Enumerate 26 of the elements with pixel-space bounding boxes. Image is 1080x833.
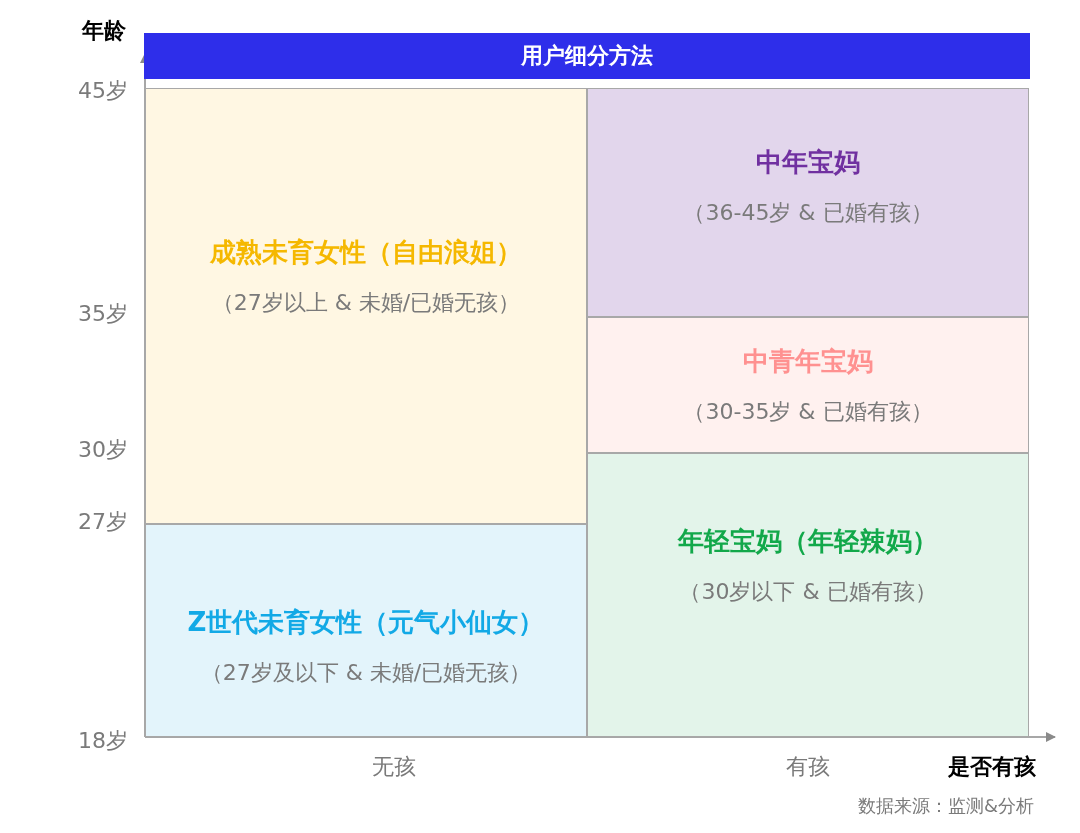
segment-box	[145, 88, 587, 524]
category-label: 有孩	[786, 753, 830, 781]
segment-box	[587, 317, 1029, 453]
category-label: 无孩	[372, 753, 416, 781]
segment-box	[145, 524, 587, 737]
segment-heading: 成熟未育女性（自由浪姐）	[210, 235, 522, 269]
segment-description: （36-45岁 & 已婚有孩）	[683, 199, 933, 227]
segment-description: （27岁以上 & 未婚/已婚无孩）	[211, 288, 521, 317]
tick-label: 18岁	[78, 727, 128, 755]
segment-description: （27岁及以下 & 未婚/已婚无孩）	[200, 659, 532, 687]
segment-heading: 中年宝妈	[756, 146, 860, 179]
tick-label: 30岁	[78, 436, 128, 464]
segment-box	[587, 88, 1029, 317]
tick-label: 45岁	[78, 77, 128, 105]
segment-box	[587, 453, 1029, 737]
source-note: 数据来源：监测&分析	[858, 794, 1035, 818]
tick-label: 27岁	[78, 508, 128, 536]
axis-title: 是否有孩	[948, 753, 1036, 781]
segment-description: （30-35岁 & 已婚有孩）	[683, 397, 933, 426]
segment-heading: 中青年宝妈	[743, 344, 873, 378]
segment-heading: Z世代未育女性（元气小仙女）	[187, 606, 545, 639]
segment-heading: 年轻宝妈（年轻辣妈）	[678, 524, 938, 558]
axis-title: 年龄	[82, 17, 126, 45]
tick-label: 35岁	[78, 300, 128, 328]
segment-description: （30岁以下 & 已婚有孩）	[679, 577, 937, 606]
title-banner: 用户细分方法	[144, 33, 1030, 79]
